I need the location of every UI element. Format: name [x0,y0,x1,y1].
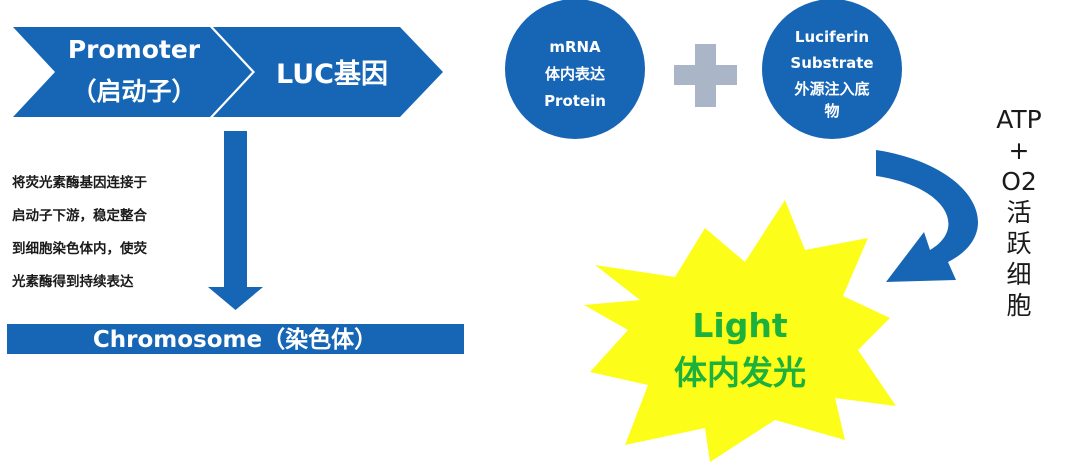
substrate-label: Substrate [790,54,873,72]
description-line: 光素酶得到持续表达 [12,274,134,290]
protein-label: Protein [544,92,606,110]
atp-o2-line: 活 [1006,198,1031,227]
promoter-chevron [13,27,252,117]
description-line: 到细胞染色体内，使荧 [12,241,147,257]
down-arrow [208,131,263,310]
luc-gene-chevron [213,27,443,117]
plus-icon [674,44,737,107]
substrate-char-label: 物 [824,102,839,120]
atp-o2-line: ATP [996,105,1042,134]
atp-o2-line: O2 [1001,167,1037,196]
mrna-expression-label: 体内表达 [545,65,605,83]
chromosome-label: Chromosome（染色体） [93,326,377,353]
light-label: Light [692,306,787,345]
description-line: 将荧光素酶基因连接于 [12,175,147,191]
luciferin-circle [762,0,902,139]
mrna-label: mRNA [549,38,601,56]
description-line: 启动子下游，稳定整合 [12,208,147,224]
atp-o2-line: 胞 [1006,291,1031,320]
in-vivo-light-label: 体内发光 [674,353,806,392]
mrna-circle [505,0,645,139]
atp-o2-line: 跃 [1006,229,1031,258]
chromosome-bar [7,324,464,354]
atp-o2-line: + [1009,136,1030,165]
light-starburst [584,200,896,462]
promoter-sublabel: （启动子） [71,77,196,106]
description-text: 将荧光素酶基因连接于 启动子下游，稳定整合 到细胞染色体内，使荧 光素酶得到持续… [12,167,212,299]
exogenous-injection-label: 外源注入底 [793,80,869,98]
luciferin-label: Luciferin [795,28,869,46]
atp-o2-line: 细 [1006,260,1031,289]
luc-gene-label: LUC基因 [276,59,388,90]
promoter-label: Promoter [68,35,201,64]
curved-arrow [876,150,979,282]
